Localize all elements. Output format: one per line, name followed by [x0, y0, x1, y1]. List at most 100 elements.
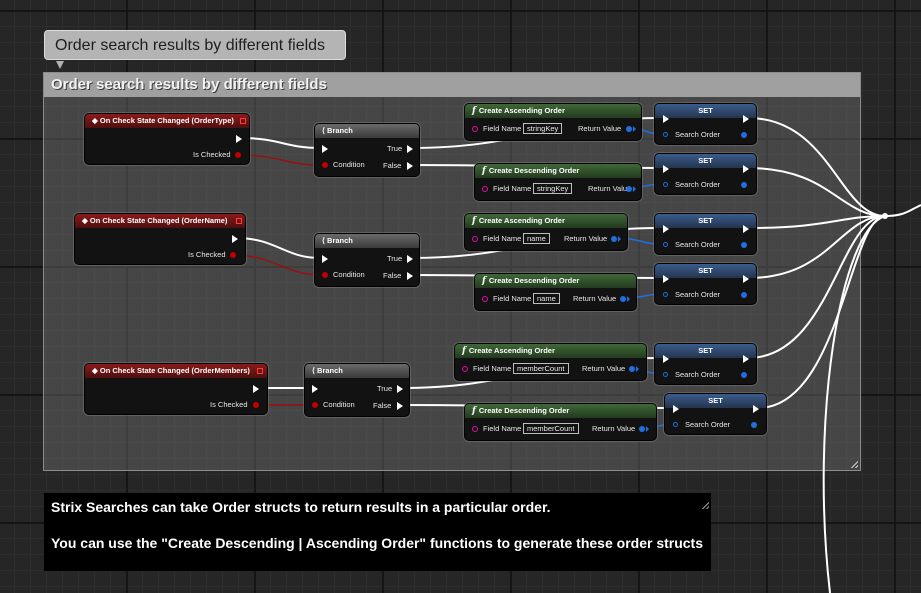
return-value-pin[interactable] — [626, 126, 632, 132]
exec-out-pin[interactable] — [253, 385, 259, 393]
search-order-out-pin[interactable] — [741, 372, 747, 378]
false-exec-pin[interactable] — [407, 162, 413, 170]
set-search-order-node-4[interactable]: SET Search Order — [654, 263, 757, 305]
condition-pin[interactable] — [312, 402, 318, 408]
return-value-pin[interactable] — [639, 426, 645, 432]
resize-grip-icon[interactable] — [850, 460, 858, 468]
false-exec-pin[interactable] — [397, 402, 403, 410]
return-value-pin[interactable] — [626, 186, 632, 192]
exec-out-pin[interactable] — [743, 165, 749, 173]
search-order-out-pin[interactable] — [741, 242, 747, 248]
exec-out-pin[interactable] — [743, 275, 749, 283]
exec-in-pin[interactable] — [322, 145, 328, 153]
field-name-pin[interactable] — [472, 426, 478, 432]
field-name-input[interactable]: memberCount — [513, 363, 569, 374]
set-search-order-node-2[interactable]: SET Search Order — [654, 153, 757, 195]
set-search-order-node-5[interactable]: SET Search Order — [654, 343, 757, 385]
is-checked-label: Is Checked — [193, 150, 231, 159]
search-order-out-pin[interactable] — [741, 292, 747, 298]
bool-wire — [237, 154, 321, 166]
branch-node-2[interactable]: ⟨ Branch Condition True False — [314, 233, 420, 287]
field-name-pin[interactable] — [472, 236, 478, 242]
exec-out-pin[interactable] — [743, 225, 749, 233]
return-arrow-icon — [633, 126, 636, 132]
search-order-pin[interactable] — [663, 242, 668, 247]
exec-in-pin[interactable] — [663, 355, 669, 363]
search-order-pin[interactable] — [663, 292, 668, 297]
event-title-text: On Check State Changed (OrderType) — [99, 116, 234, 125]
set-search-order-node-1[interactable]: SET Search Order — [654, 103, 757, 145]
search-order-out-pin[interactable] — [741, 182, 747, 188]
exec-out-pin[interactable] — [232, 235, 238, 243]
function-title-text: Create Ascending Order — [478, 106, 565, 115]
search-order-label: Search Order — [675, 370, 721, 379]
exec-in-pin[interactable] — [663, 115, 669, 123]
exec-in-pin[interactable] — [673, 405, 679, 413]
field-name-label: Field Name — [493, 294, 532, 303]
return-value-pin[interactable] — [629, 366, 635, 372]
search-order-out-pin[interactable] — [741, 132, 747, 138]
return-value-pin[interactable] — [611, 236, 617, 242]
exec-in-pin[interactable] — [663, 275, 669, 283]
exec-in-pin[interactable] — [663, 225, 669, 233]
delegate-pin-icon[interactable] — [240, 118, 246, 124]
search-order-out-pin[interactable] — [751, 422, 757, 428]
event-node-ordername[interactable]: ◆ On Check State Changed (OrderName) Is … — [74, 213, 246, 265]
field-name-pin[interactable] — [482, 186, 488, 192]
exec-in-pin[interactable] — [312, 385, 318, 393]
bool-out-pin[interactable] — [235, 152, 241, 158]
field-name-pin[interactable] — [462, 366, 468, 372]
comment-bubble[interactable]: Order search results by different fields — [44, 30, 346, 60]
true-exec-pin[interactable] — [407, 255, 413, 263]
bool-out-pin[interactable] — [230, 252, 236, 258]
delegate-pin-icon[interactable] — [236, 218, 242, 224]
true-exec-pin[interactable] — [407, 145, 413, 153]
condition-label: Condition — [333, 270, 365, 279]
event-node-ordertype[interactable]: ◆ On Check State Changed (OrderType) Is … — [84, 113, 250, 165]
event-node-ordermembers[interactable]: ◆ On Check State Changed (OrderMembers) … — [84, 363, 268, 415]
return-arrow-icon — [627, 296, 630, 302]
exec-out-pin[interactable] — [743, 115, 749, 123]
search-order-pin[interactable] — [663, 132, 668, 137]
branch-node-3[interactable]: ⟨ Branch Condition True False — [304, 363, 410, 417]
field-name-input[interactable]: stringKey — [523, 123, 563, 134]
comment-title[interactable]: Order search results by different fields — [44, 73, 860, 97]
branch-node-1[interactable]: ⟨ Branch Condition True False — [314, 123, 420, 177]
exec-out-pin[interactable] — [753, 405, 759, 413]
function-icon: f — [462, 346, 466, 356]
false-exec-pin[interactable] — [407, 272, 413, 280]
exec-in-pin[interactable] — [322, 255, 328, 263]
field-name-input[interactable]: memberCount — [523, 423, 579, 434]
field-name-pin[interactable] — [472, 126, 478, 132]
search-order-pin[interactable] — [663, 372, 668, 377]
set-search-order-node-3[interactable]: SET Search Order — [654, 213, 757, 255]
delegate-pin-icon[interactable] — [257, 368, 263, 374]
true-exec-pin[interactable] — [397, 385, 403, 393]
exec-in-pin[interactable] — [663, 165, 669, 173]
exec-out-pin[interactable] — [236, 135, 242, 143]
resize-grip-icon[interactable] — [701, 501, 709, 509]
exec-out-pin[interactable] — [743, 355, 749, 363]
return-value-pin[interactable] — [620, 296, 626, 302]
field-name-input[interactable]: name — [523, 233, 550, 244]
bool-out-pin[interactable] — [253, 402, 259, 408]
field-name-input[interactable]: stringKey — [533, 183, 573, 194]
exec-wire — [747, 167, 886, 217]
return-arrow-icon — [636, 366, 639, 372]
field-name-input[interactable]: name — [533, 293, 560, 304]
field-name-label: Field Name — [483, 234, 522, 243]
search-order-pin[interactable] — [663, 182, 668, 187]
search-order-pin[interactable] — [673, 422, 678, 427]
condition-pin[interactable] — [322, 162, 328, 168]
field-name-pin[interactable] — [482, 296, 488, 302]
set-search-order-node-6[interactable]: SET Search Order — [664, 393, 767, 435]
description-textbox[interactable]: Strix Searches can take Order structs to… — [44, 493, 711, 571]
condition-pin[interactable] — [322, 272, 328, 278]
